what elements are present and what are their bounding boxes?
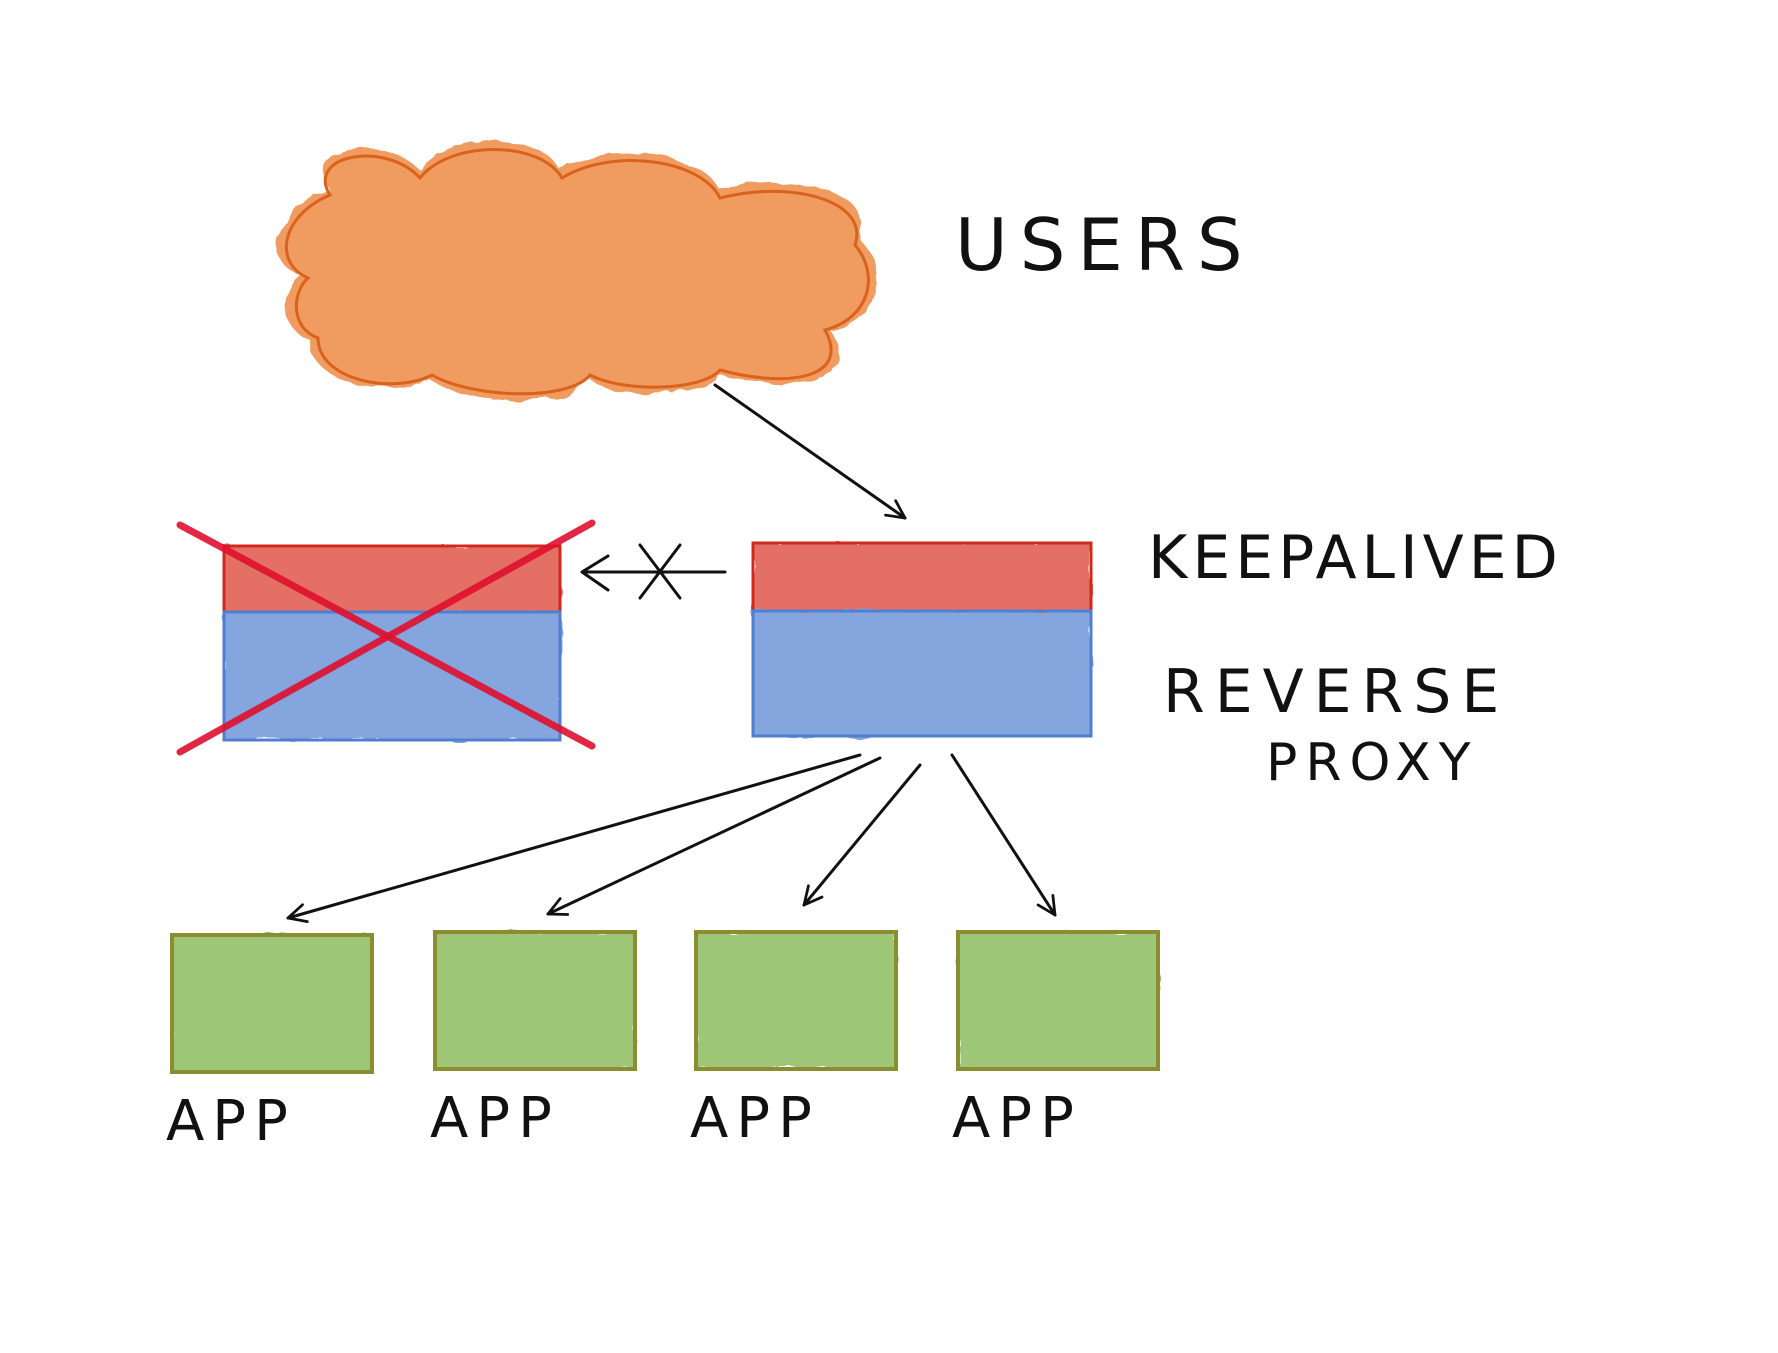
app-label: APP xyxy=(690,1086,820,1151)
proxy-to-app-3-arrow xyxy=(802,763,922,907)
app-box-1: APP xyxy=(166,933,374,1154)
cross-line-icon xyxy=(176,519,596,756)
proxy-to-app-4-arrow xyxy=(950,753,1057,917)
reverse-proxy-band xyxy=(753,611,1091,736)
failed-node xyxy=(176,519,596,756)
cloud-outline xyxy=(284,148,870,396)
blocked-x-icon xyxy=(638,543,682,600)
app-label: APP xyxy=(430,1086,560,1151)
blocked-heartbeat-arrow xyxy=(580,543,727,600)
reverse-label: REVERSE xyxy=(1163,657,1509,727)
reverse-proxy-outline xyxy=(751,609,1093,738)
users-to-proxy-arrow xyxy=(713,383,907,520)
app-box-2: APP xyxy=(430,930,637,1151)
users-label: USERS xyxy=(955,203,1255,287)
proxy-label: PROXY xyxy=(1266,733,1478,793)
app-label: APP xyxy=(952,1086,1082,1151)
proxy-to-app-1-arrow xyxy=(286,753,862,924)
failed-proxy-outline xyxy=(222,610,562,742)
app-label: APP xyxy=(166,1089,296,1154)
cloud-fill xyxy=(276,140,877,401)
proxy-to-app-2-arrow xyxy=(546,756,882,916)
keepalived-band xyxy=(753,543,1091,611)
app-box-3: APP xyxy=(690,930,898,1151)
users-cloud xyxy=(276,140,877,401)
active-node xyxy=(751,541,1093,738)
keepalived-label: KEEPALIVED xyxy=(1148,523,1563,593)
app-box-4: APP xyxy=(952,930,1160,1151)
